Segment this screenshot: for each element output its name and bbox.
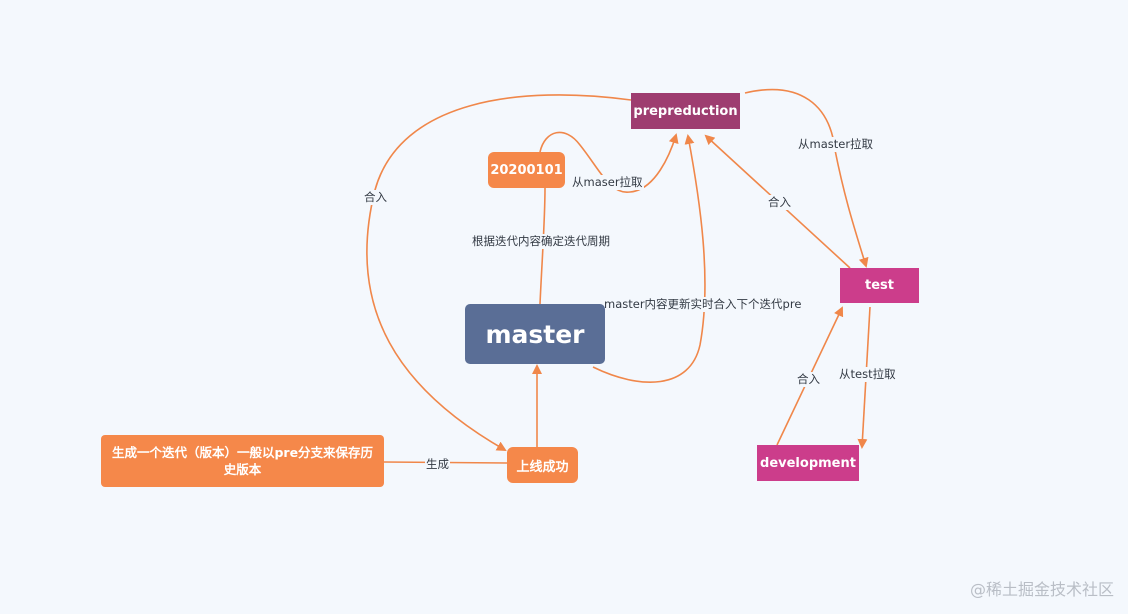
node-generate-version-label: 生成一个迭代（版本）一般以pre分支来保存历史版本: [111, 445, 374, 477]
node-online-success[interactable]: 上线成功: [507, 447, 578, 483]
edge-label-test-dev-pull: 从test拉取: [838, 367, 897, 382]
node-iteration-date-label: 20200101: [490, 162, 563, 178]
node-master[interactable]: master: [465, 304, 605, 364]
edge-label-pre-test-pull: 从master拉取: [797, 137, 875, 152]
edge-label-generate: 生成: [425, 457, 450, 472]
node-prepreduction-label: prepreduction: [633, 103, 738, 119]
watermark: @稀土掘金技术社区: [969, 580, 1114, 599]
node-generate-version[interactable]: 生成一个迭代（版本）一般以pre分支来保存历史版本: [101, 435, 384, 487]
edge-label-date-cycle: 根据迭代内容确定迭代周期: [471, 234, 611, 249]
edge-label-pre-online-merge: 合入: [363, 190, 388, 205]
node-prepreduction[interactable]: prepreduction: [631, 93, 740, 129]
node-master-label: master: [485, 319, 585, 349]
edge-label-date-pull: 从maser拉取: [571, 175, 644, 190]
node-development-label: development: [760, 455, 856, 471]
edge-master-to-pre: [592, 134, 706, 383]
node-test-label: test: [865, 278, 894, 293]
edge-pre-to-test: [744, 88, 869, 268]
edge-label-test-pre-merge: 合入: [767, 195, 792, 210]
node-iteration-date[interactable]: 20200101: [488, 152, 565, 188]
edge-label-master-realtime: master内容更新实时合入下个迭代pre: [603, 297, 803, 312]
node-development[interactable]: development: [757, 445, 859, 481]
edge-label-dev-test-merge: 合入: [796, 372, 821, 387]
node-online-success-label: 上线成功: [516, 459, 569, 475]
edge-pre-to-online: [366, 94, 632, 451]
node-test[interactable]: test: [840, 268, 919, 303]
